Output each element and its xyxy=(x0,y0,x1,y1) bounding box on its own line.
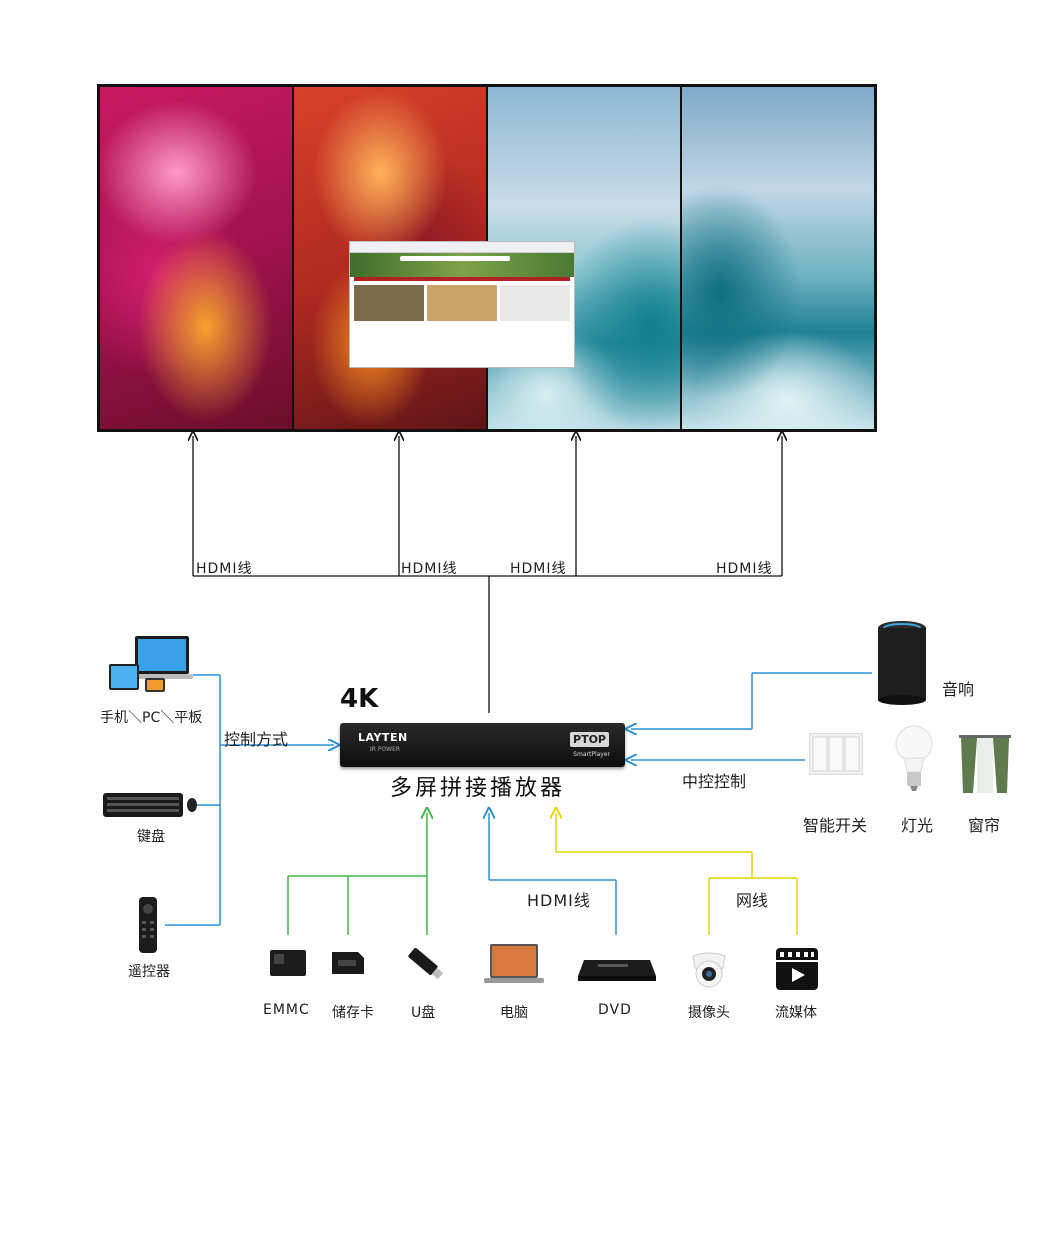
central-control-label: 中控控制 xyxy=(682,772,747,791)
hdmi-label: HDMI线 xyxy=(510,561,567,577)
device-label-memory-card: 储存卡 xyxy=(332,1005,374,1021)
device-label-curtain: 窗帘 xyxy=(968,816,1001,835)
smart-switch-icon xyxy=(808,732,864,776)
control-method-label: 控制方式 xyxy=(224,730,289,749)
device-label-emmc: EMMC xyxy=(263,1002,310,1018)
device-label-light: 灯光 xyxy=(901,816,934,835)
hdmi-label: HDMI线 xyxy=(401,561,458,577)
wall-panel xyxy=(682,87,874,429)
memory-card-icon xyxy=(330,950,366,976)
smart-speaker-icon xyxy=(875,619,929,705)
browser-window-overlay xyxy=(349,241,575,368)
device-label-remote: 遥控器 xyxy=(128,964,170,980)
keyboard-icon xyxy=(103,790,197,820)
hdmi-label: HDMI线 xyxy=(196,561,253,577)
streaming-media-icon xyxy=(776,948,818,990)
dvd-player-icon xyxy=(578,956,656,982)
light-bulb-icon xyxy=(894,724,934,792)
player-subbrand: SmartPlayer xyxy=(573,751,610,758)
remote-control-icon xyxy=(137,897,159,953)
device-label-smart-switch: 智能开关 xyxy=(803,816,868,835)
player-title: 多屏拼接播放器 xyxy=(390,776,566,801)
wall-panel xyxy=(100,87,294,429)
network-label: 网线 xyxy=(736,891,769,910)
device-label-mobile-pc-tablet: 手机＼PC＼平板 xyxy=(100,710,203,726)
device-label-dvd: DVD xyxy=(598,1002,632,1018)
player-port-label: IR POWER xyxy=(370,746,401,753)
device-label-camera: 摄像头 xyxy=(688,1005,730,1021)
camera-icon xyxy=(689,950,729,990)
usb-drive-icon xyxy=(403,944,449,984)
hdmi-input-label: HDMI线 xyxy=(527,891,591,910)
curtain-icon xyxy=(959,735,1011,793)
player-device: LAYTEN IR POWER PTOP SmartPlayer xyxy=(340,723,625,767)
laptop-tablet-phone-icon xyxy=(107,634,193,700)
player-badge: PTOP xyxy=(570,732,609,747)
device-label-keyboard: 键盘 xyxy=(137,829,165,845)
device-label-usb: U盘 xyxy=(411,1005,436,1021)
device-label-computer: 电脑 xyxy=(500,1005,528,1021)
device-label-streaming: 流媒体 xyxy=(775,1005,817,1021)
resolution-label: 4K xyxy=(340,684,379,714)
emmc-chip-icon xyxy=(268,948,308,978)
laptop-icon xyxy=(484,942,544,988)
device-label-speaker: 音响 xyxy=(942,680,975,699)
hdmi-label: HDMI线 xyxy=(716,561,773,577)
player-brand: LAYTEN xyxy=(358,731,408,744)
